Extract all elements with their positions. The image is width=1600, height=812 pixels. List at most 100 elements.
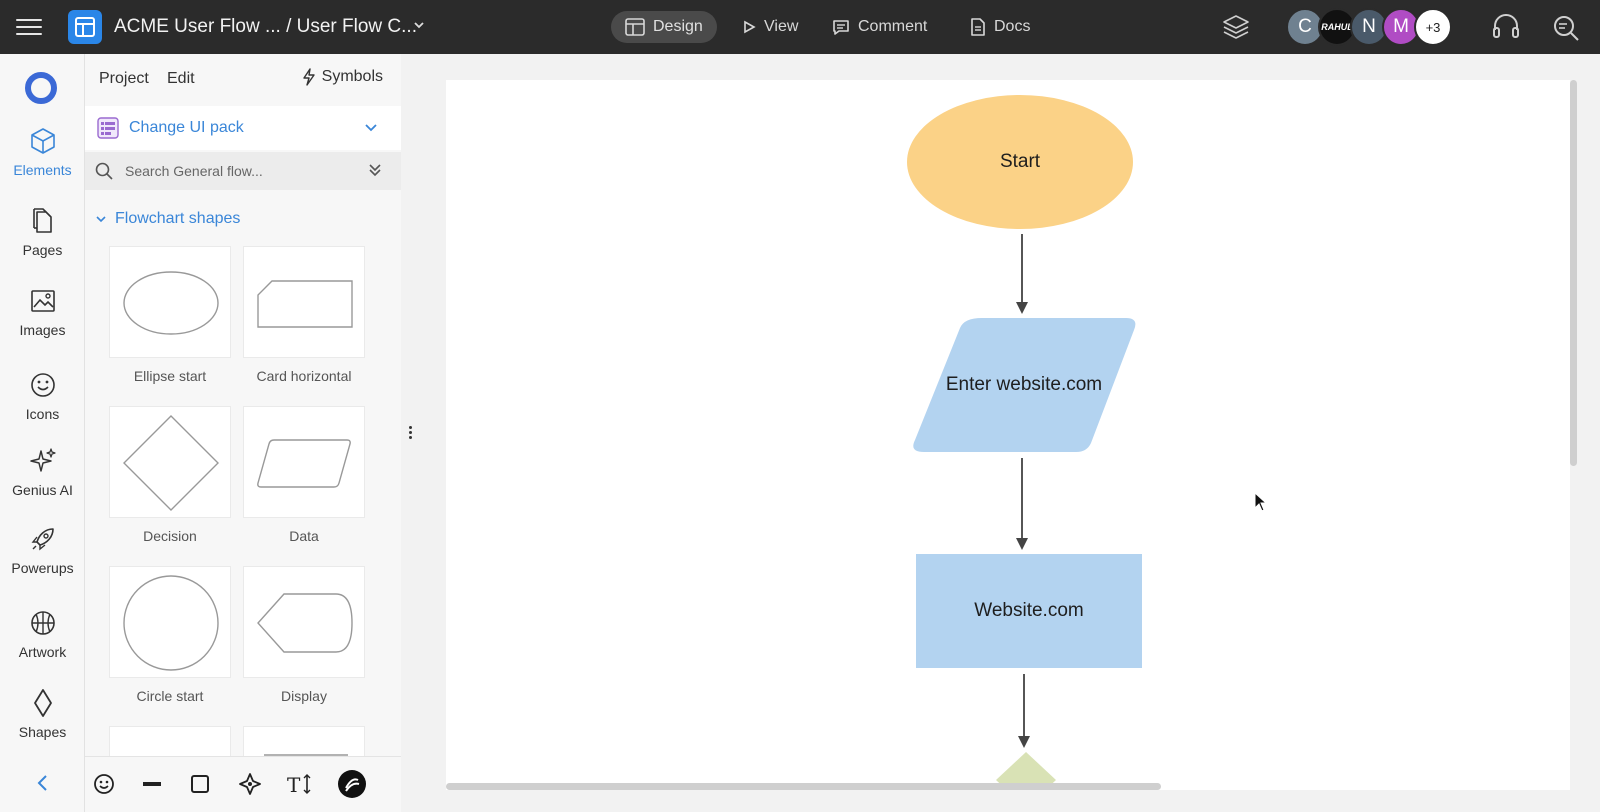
change-ui-pack-button[interactable]: Change UI pack (85, 106, 401, 150)
horizontal-scrollbar[interactable] (446, 783, 1161, 790)
app-logo[interactable] (68, 10, 102, 44)
start-node-shape[interactable] (907, 95, 1133, 229)
rail-item-label: Genius AI (12, 482, 73, 498)
rail-item-images[interactable]: Images (0, 286, 85, 338)
docs-mode-label: Docs (994, 18, 1031, 35)
process-node-shape[interactable] (916, 554, 1142, 668)
rail-item-elements[interactable]: Elements (0, 126, 85, 178)
process-node-label[interactable]: Website.com (974, 600, 1084, 621)
rail-item-label: Pages (22, 242, 63, 258)
layout-icon (625, 18, 645, 36)
comment-mode-button[interactable]: Comment (818, 11, 941, 43)
svg-text:T: T (287, 773, 301, 796)
lightning-icon (302, 68, 315, 86)
rail-item-label: Icons (25, 406, 60, 422)
search-icon (95, 162, 113, 180)
elements-panel: Project Edit Symbols Change UI pack Flow… (85, 54, 401, 812)
shape-ellipse-start[interactable] (109, 246, 231, 358)
tab-edit[interactable]: Edit (167, 70, 195, 87)
start-node-label[interactable]: Start (999, 151, 1041, 172)
collapse-panel-button[interactable] (0, 754, 85, 812)
decision-node-shape[interactable] (996, 752, 1056, 790)
input-node-shape[interactable] (913, 318, 1136, 452)
rail-item-icons[interactable]: Icons (0, 370, 85, 422)
shape-display[interactable] (243, 566, 365, 678)
layers-icon[interactable] (1222, 14, 1250, 45)
card-shape-icon (257, 280, 353, 328)
avatar[interactable]: M (1382, 8, 1420, 46)
doc-icon (971, 18, 985, 36)
design-mode-label: Design (653, 18, 703, 35)
flowchart-shapes-section-toggle[interactable]: Flowchart shapes (95, 210, 240, 228)
double-chevron-down-icon[interactable] (367, 162, 383, 178)
brand-logo[interactable] (25, 72, 57, 104)
rail-item-shapes[interactable]: Shapes (0, 688, 85, 740)
canvas-area[interactable]: Start Enter website.com Website.com (418, 54, 1600, 812)
chevron-down-icon[interactable] (412, 18, 426, 37)
flowchart-diagram (907, 95, 1142, 790)
input-node-label[interactable]: Enter website.com (945, 374, 1103, 395)
image-icon (30, 290, 55, 312)
shape-label: Display (281, 688, 327, 704)
basketball-icon (30, 611, 55, 635)
rectangle-tool-icon[interactable] (185, 769, 215, 799)
avatar[interactable]: N (1350, 8, 1388, 46)
text-tool-icon[interactable]: T (285, 769, 315, 799)
rail-item-label: Shapes (18, 724, 67, 740)
view-mode-label: View (764, 18, 799, 35)
vertical-scrollbar[interactable] (1570, 80, 1577, 466)
shape-label: Decision (143, 528, 197, 544)
panel-resize-handle[interactable] (406, 424, 414, 441)
menu-icon[interactable] (16, 14, 42, 40)
tab-project[interactable]: Project (99, 70, 149, 87)
shape-card-partial[interactable] (109, 726, 231, 756)
chevron-down-icon (365, 124, 377, 132)
avatar[interactable]: C (1286, 8, 1324, 46)
emoji-tool-icon[interactable] (89, 769, 119, 799)
rectangle-shape-icon (264, 754, 348, 756)
artboard[interactable]: Start Enter website.com Website.com (446, 80, 1570, 790)
diamond-icon (33, 689, 52, 717)
shape-decision[interactable] (109, 406, 231, 518)
pages-icon (32, 208, 52, 233)
chevron-down-icon (96, 216, 106, 223)
circle-shape-icon (123, 575, 219, 671)
more-collaborators-badge[interactable]: +3 (1414, 8, 1452, 46)
ui-pack-icon (97, 117, 119, 139)
smiley-icon (30, 373, 55, 397)
comment-icon (833, 20, 849, 35)
rail-item-label: Images (19, 322, 66, 338)
symbols-button[interactable]: Symbols (302, 68, 383, 86)
shape-data[interactable] (243, 406, 365, 518)
comment-mode-label: Comment (858, 18, 928, 35)
rail-item-label: Elements (13, 162, 72, 178)
search-input[interactable] (125, 163, 345, 179)
search-bar (85, 152, 401, 190)
panel-tabs: Project Edit Symbols (85, 54, 401, 104)
headset-icon[interactable] (1491, 13, 1521, 46)
rail-item-powerups[interactable]: Powerups (0, 524, 85, 576)
docs-mode-button[interactable]: Docs (956, 11, 1044, 43)
shape-circle-start[interactable] (109, 566, 231, 678)
brand-tool-icon[interactable] (337, 769, 367, 799)
play-icon (744, 20, 756, 34)
rail-item-artwork[interactable]: Artwork (0, 608, 85, 660)
view-mode-button[interactable]: View (728, 11, 812, 43)
line-tool-icon[interactable] (137, 769, 167, 799)
sparkle-icon (29, 448, 56, 472)
pen-tool-icon[interactable] (235, 769, 265, 799)
rail-item-pages[interactable]: Pages (0, 206, 85, 258)
design-mode-button[interactable]: Design (611, 11, 717, 43)
document-title[interactable]: ACME User Flow ... / User Flow C... (114, 16, 417, 37)
rail-item-genius-ai[interactable]: Genius AI (0, 446, 85, 498)
shape-label: Data (289, 528, 319, 544)
search-icon[interactable] (1552, 14, 1580, 47)
cube-icon (30, 128, 55, 154)
display-shape-icon (257, 593, 353, 653)
parallelogram-shape-icon (257, 439, 351, 488)
shape-card-horizontal[interactable] (243, 246, 365, 358)
diamond-shape-icon (123, 415, 219, 511)
shape-card-partial[interactable] (243, 726, 365, 756)
collaborator-avatars: C RAHUL N M +3 (1286, 8, 1452, 46)
top-bar: ACME User Flow ... / User Flow C... Desi… (0, 0, 1600, 54)
